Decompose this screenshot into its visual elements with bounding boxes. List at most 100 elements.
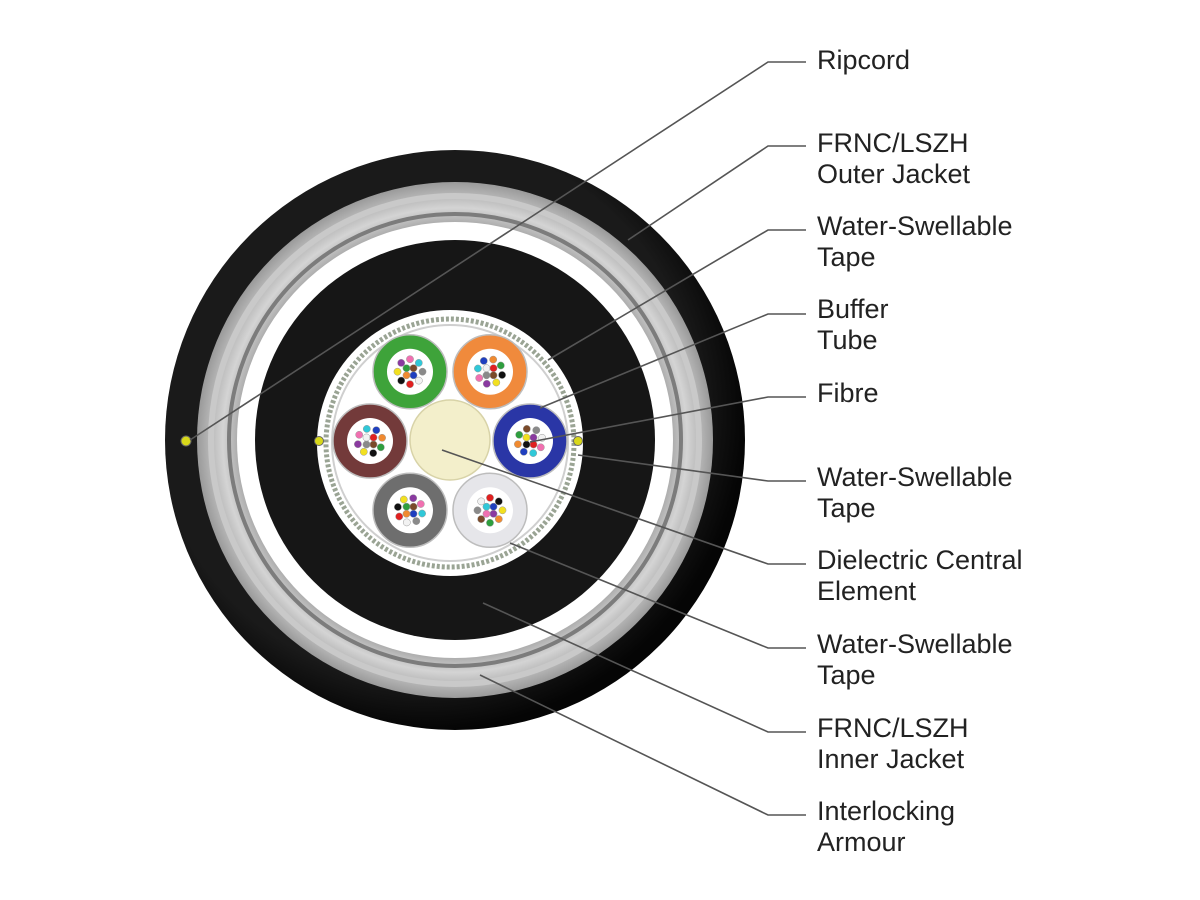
label-central-element: Dielectric Central Element	[817, 545, 1030, 606]
label-outer-jacket: FRNC/LSZH Outer Jacket	[817, 128, 976, 189]
fibre-strand	[409, 509, 418, 518]
fibre-strand	[414, 376, 423, 385]
label-fibre: Fibre	[817, 378, 879, 408]
fibre-strand	[378, 433, 386, 442]
fibre-strand	[359, 447, 368, 456]
fibre-strand	[412, 517, 421, 525]
fibre-strand	[418, 367, 427, 376]
brown-tube	[332, 403, 408, 479]
callout-labels: Ripcord FRNC/LSZH Outer Jacket Water-Swe…	[817, 45, 1030, 857]
cable-cross-section	[165, 150, 745, 730]
green-tube	[372, 333, 448, 410]
fibre-strand	[402, 509, 411, 518]
armour-rib-inner	[227, 212, 683, 668]
leader-fibre	[529, 396, 806, 443]
fibre-strand	[532, 426, 541, 435]
label-water-swellable-tape-2: Water-Swellable Tape	[817, 462, 1020, 523]
fibre-strand	[399, 495, 408, 504]
fibre-strand	[409, 371, 418, 380]
fibre-strand	[536, 443, 545, 452]
ripcord-marker-left	[180, 435, 192, 447]
fibre-strand	[482, 364, 491, 373]
fibre-strand	[409, 502, 418, 511]
fibre-strand	[482, 509, 491, 518]
buffer-tube-gel	[387, 487, 433, 534]
fibre-strand	[482, 379, 491, 388]
ripcord-marker-inner-right	[573, 436, 583, 446]
blue-tube	[492, 403, 568, 479]
fibre-strand	[406, 380, 414, 389]
orange-tube	[452, 333, 528, 410]
leader-outer-jacket	[627, 145, 806, 241]
fibre-strand	[362, 433, 371, 442]
label-ripcord: Ripcord	[817, 45, 910, 75]
label-water-swellable-tape-1: Water-Swellable Tape	[817, 211, 1020, 272]
fibre-strand	[395, 512, 404, 521]
central-strength-member	[409, 399, 491, 481]
leader-armour	[479, 674, 806, 816]
fibre-strand	[522, 433, 531, 442]
fibre-strand	[529, 449, 538, 457]
fibre-strand	[494, 515, 503, 523]
fibre-strand	[475, 374, 484, 382]
leader-ripcord	[189, 61, 806, 441]
leader-buffer-tube	[539, 313, 806, 409]
label-inner-jacket: FRNC/LSZH Inner Jacket	[817, 713, 976, 774]
leader-tape-2	[577, 454, 806, 482]
fibre-strand	[402, 371, 411, 380]
fibre-strand	[418, 509, 426, 518]
fibre-strand	[416, 500, 425, 508]
buffer-tube-gel	[347, 418, 393, 464]
white-tube	[452, 472, 528, 549]
fibre-strand	[496, 361, 505, 370]
fibre-strand	[489, 364, 498, 373]
label-armour: Interlocking Armour	[817, 796, 963, 857]
fibre-strand	[402, 364, 411, 373]
fibre-strand	[402, 502, 411, 511]
fibre-strand	[409, 494, 418, 503]
fibre-strand	[498, 506, 507, 515]
fibre-strand	[489, 355, 498, 364]
fibre-strand	[393, 367, 402, 376]
fibre-strand	[479, 357, 488, 365]
fibre-strand	[414, 359, 423, 367]
fibre-strand	[474, 364, 482, 373]
fibre-strand	[397, 359, 406, 367]
fibre-strand	[376, 443, 385, 452]
buffer-tubes-group	[332, 333, 568, 549]
fibre-strand	[522, 440, 531, 449]
fibre-strand	[394, 503, 402, 511]
fibre-strand	[369, 449, 378, 457]
fibre-strand	[482, 371, 491, 380]
fibre-strand	[489, 509, 498, 518]
grey-tube	[372, 472, 448, 549]
fibre-strand	[477, 515, 486, 523]
buffer-tube-gel	[467, 348, 513, 395]
ripcord-marker-inner-left	[314, 436, 324, 446]
armour-rib-outer	[208, 193, 702, 687]
fibre-strand	[529, 433, 538, 442]
fibre-strand	[406, 355, 414, 364]
leader-central-element	[441, 449, 806, 565]
fibre-strand	[355, 430, 364, 439]
leader-lines	[189, 61, 806, 816]
fibre-strand	[498, 371, 506, 379]
fibre-strand	[369, 440, 378, 449]
fibre-strand	[486, 493, 494, 502]
fibre-strand	[362, 440, 371, 449]
fibre-strand	[477, 497, 486, 506]
fibre-strand	[354, 440, 362, 449]
fibre-strand	[514, 440, 522, 449]
leader-tape-3	[509, 542, 806, 649]
fibre-strand	[492, 378, 501, 387]
fibre-strand	[489, 502, 498, 511]
fibre-strand	[522, 425, 531, 433]
label-buffer-tube: Buffer Tube	[817, 294, 896, 355]
fibre-strand	[397, 376, 406, 385]
fibre-strand	[369, 433, 378, 442]
fibre-strand	[372, 426, 381, 435]
leader-tape-1	[547, 229, 806, 361]
fibre-strand	[402, 518, 411, 527]
fibre-strand	[494, 497, 503, 506]
fibre-strand	[482, 502, 491, 511]
